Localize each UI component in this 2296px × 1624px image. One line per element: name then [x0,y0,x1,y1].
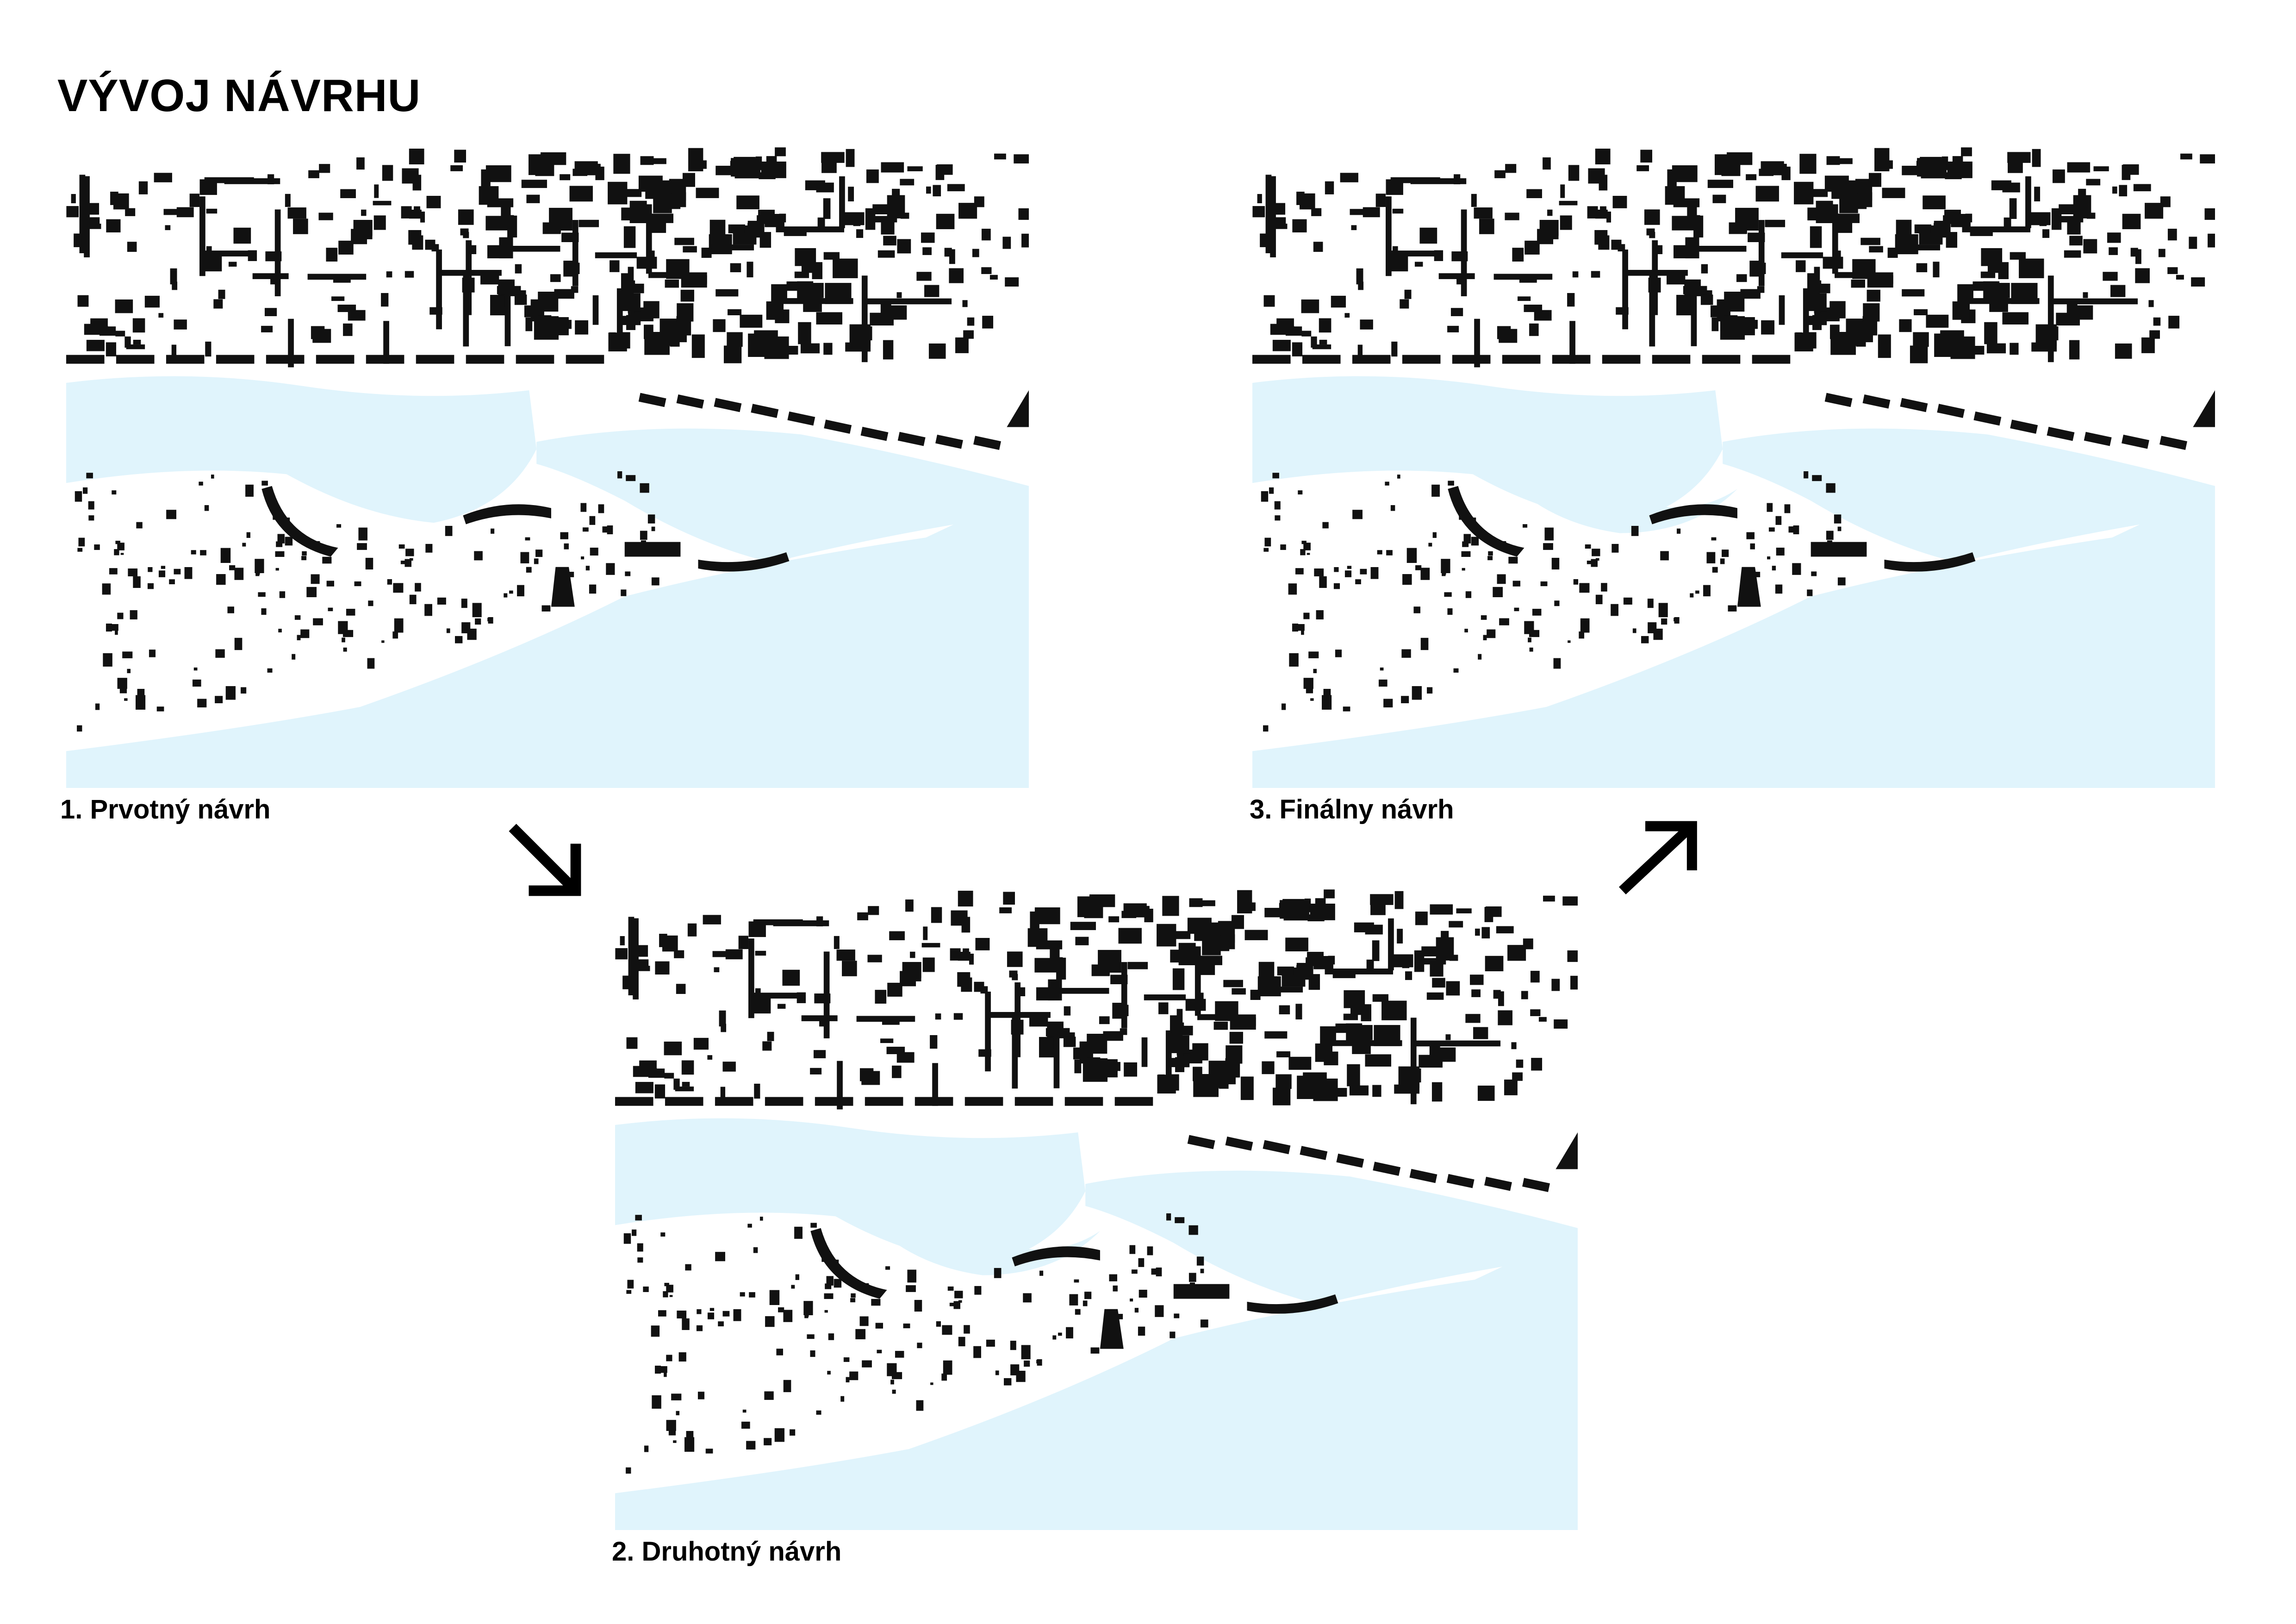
river-main [66,489,1029,788]
stage-caption-1: 1. Prvotný návrh [60,794,271,824]
arrow-down-right-icon [509,824,581,896]
new-lagoon [1502,472,1737,533]
arrow-up-right-icon [1618,821,1697,895]
new-lagoon [865,1214,1100,1275]
buildings [615,889,1578,1474]
river-lake [615,1118,1086,1265]
river-lake [66,376,537,523]
river-channel [1085,1170,1578,1305]
buildings [66,147,1029,732]
river-lake [1252,376,1723,523]
site-plan-map-1 [66,147,1029,788]
stage-caption-2: 2. Druhotný návrh [612,1537,842,1567]
page-title: VÝVOJ NÁVRHU [57,70,421,121]
river-channel [536,428,1029,563]
river-channel [1723,428,2215,563]
site-plan-map-3 [1252,147,2215,788]
river-main [1252,489,2215,788]
river-main [615,1231,1578,1530]
stage-caption-3: 3. Finálny návrh [1250,794,1454,824]
site-plan-map-2 [615,889,1578,1530]
buildings [1252,147,2215,732]
